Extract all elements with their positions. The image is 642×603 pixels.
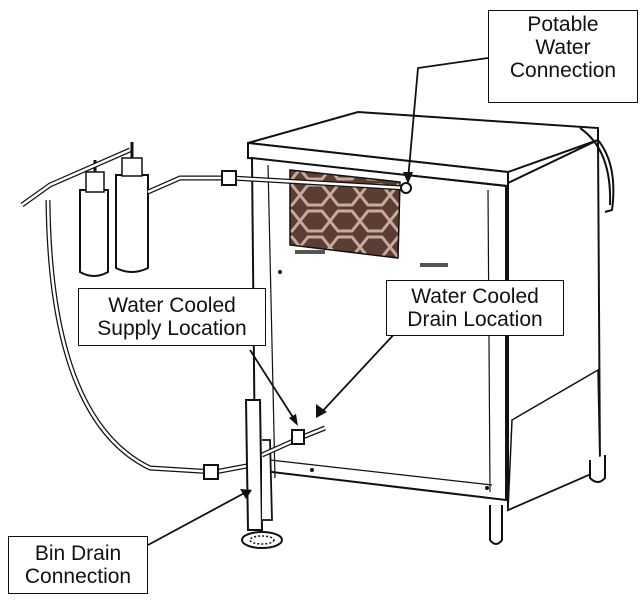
callout-text: Drain Location	[407, 308, 543, 331]
water-filter-right	[115, 174, 149, 273]
bin-drain-pipe	[244, 399, 264, 531]
callout-water-cooled-drain-location: Water Cooled Drain Location	[386, 280, 564, 336]
leader-drain	[317, 329, 399, 417]
callout-text: Connection	[24, 565, 132, 588]
leg	[489, 505, 503, 545]
callout-text: Connection	[509, 59, 617, 82]
floor-drain	[241, 531, 283, 549]
callout-potable-water-connection: Potable Water Connection	[488, 10, 638, 103]
callout-text: Water	[535, 36, 591, 59]
callout-text: Bin Drain	[34, 542, 122, 565]
callout-text: Potable	[527, 13, 599, 36]
callout-bin-drain-connection: Bin Drain Connection	[8, 536, 148, 594]
callout-water-cooled-supply-location: Water Cooled Supply Location	[78, 288, 266, 346]
callout-text: Supply Location	[97, 317, 247, 340]
callout-text: Water Cooled	[108, 294, 236, 317]
leader-potable	[407, 57, 489, 181]
callout-text: Water Cooled	[411, 285, 539, 308]
leg	[589, 455, 606, 483]
leader-bin-drain	[147, 489, 251, 546]
condenser-grille	[289, 169, 401, 259]
water-filter-left	[79, 189, 109, 277]
leader-supply	[249, 349, 297, 423]
